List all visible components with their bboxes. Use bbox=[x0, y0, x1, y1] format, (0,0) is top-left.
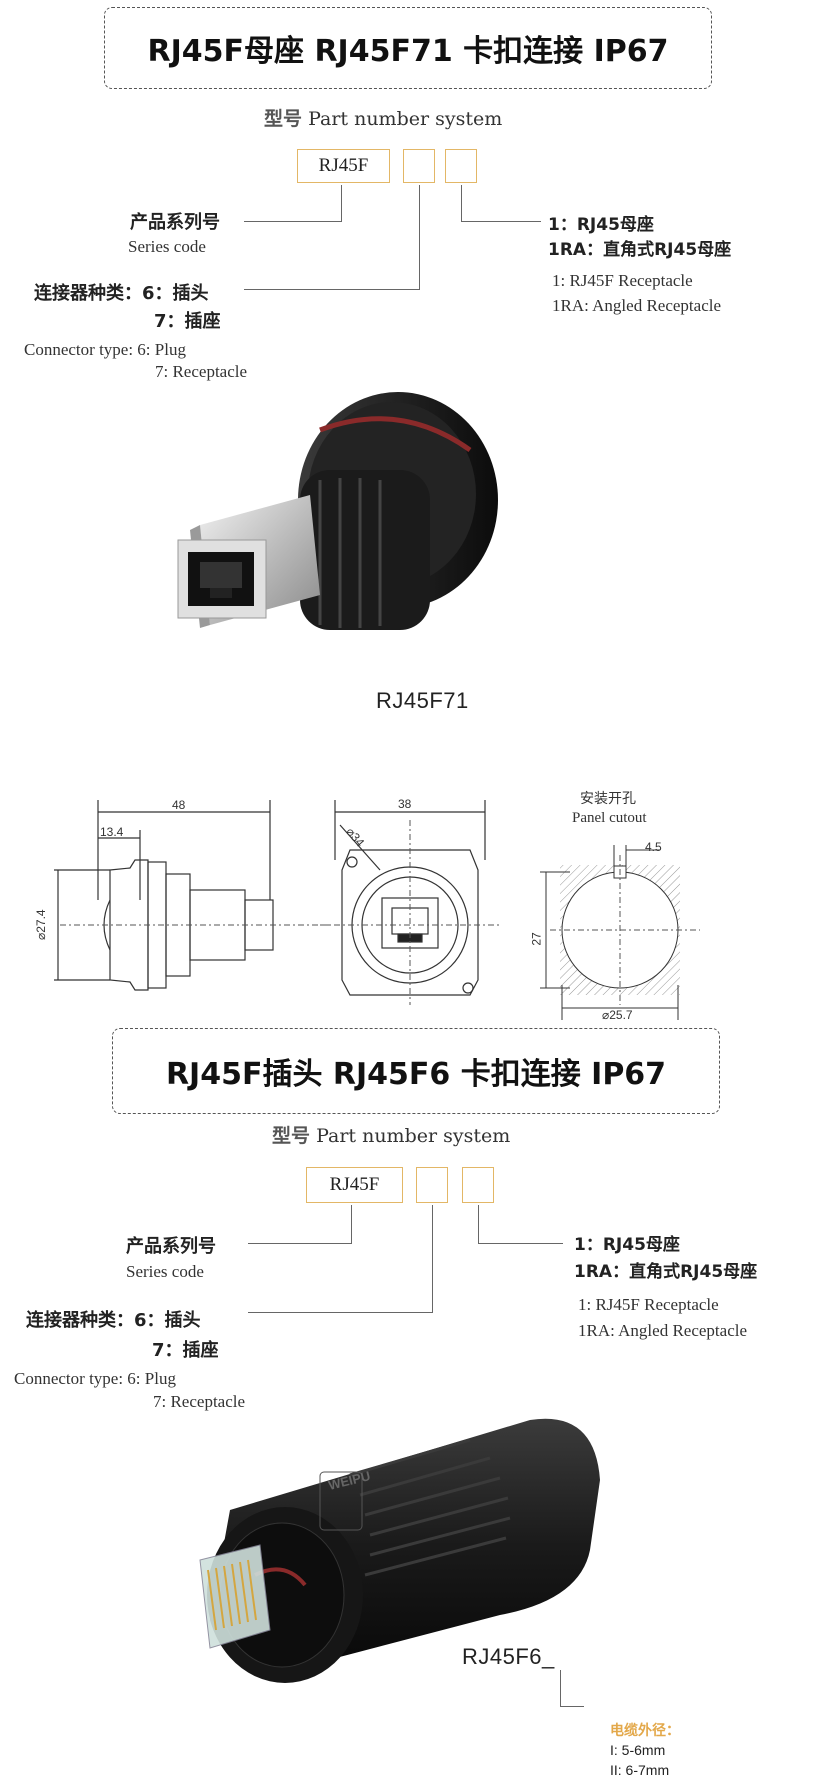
series-line-h-2 bbox=[248, 1243, 352, 1244]
option-line-h bbox=[461, 221, 541, 222]
connector-type-cn-7: 7：插座 bbox=[154, 311, 221, 332]
series-code-cn: 产品系列号 bbox=[130, 212, 220, 233]
part-number-en: Part number system bbox=[308, 108, 503, 130]
part-number-cn-2: 型号 bbox=[272, 1125, 311, 1147]
cutout-height-dim: 27 bbox=[529, 932, 544, 946]
panel-cutout-cn: 安装开孔 bbox=[580, 791, 636, 807]
series-code-en: Series code bbox=[128, 237, 206, 256]
series-line-h bbox=[244, 221, 342, 222]
connector-type-cn-7-2: 7：插座 bbox=[152, 1340, 219, 1361]
rj45f71-receptacle-image bbox=[177, 392, 498, 630]
connector-type-cn: 连接器种类：6：插头 bbox=[34, 283, 209, 304]
section2-title: RJ45F插头 RJ45F6 卡扣连接 IP67 bbox=[112, 1028, 720, 1114]
option-code-box bbox=[445, 149, 477, 183]
front-width-dim: 38 bbox=[398, 797, 412, 811]
cutout-diameter-dim: ⌀25.7 bbox=[602, 1008, 633, 1022]
option-cn-2-2: 1RA：直角式RJ45母座 bbox=[574, 1262, 758, 1282]
connector-type-cn-2: 连接器种类：6：插头 bbox=[26, 1310, 201, 1331]
type-line-v bbox=[419, 185, 420, 289]
option-cn-2: 1RA：直角式RJ45母座 bbox=[548, 240, 732, 260]
type-line-h-2 bbox=[248, 1312, 433, 1313]
connector-type-en-2: 7: Receptacle bbox=[155, 362, 248, 381]
series-code-en-2: Series code bbox=[126, 1262, 204, 1281]
series-line-v-2 bbox=[351, 1205, 352, 1243]
side-view-drawing bbox=[54, 800, 330, 991]
front-view-drawing bbox=[320, 800, 500, 1005]
option-cn-1: 1：RJ45母座 bbox=[548, 215, 654, 235]
rj45f6-plug-image bbox=[199, 1418, 600, 1683]
side-diameter-dim: ⌀27.4 bbox=[34, 909, 48, 940]
option-en-2: 1RA: Angled Receptacle bbox=[552, 296, 722, 315]
panel-cutout-en: Panel cutout bbox=[572, 810, 647, 826]
cable-line-h bbox=[560, 1706, 584, 1707]
connector-type-en-1: Connector type: 6: Plug bbox=[24, 340, 186, 359]
option-en-1: 1: RJ45F Receptacle bbox=[552, 271, 693, 290]
cable-line-v bbox=[560, 1670, 561, 1706]
option-line-v bbox=[461, 185, 462, 221]
type-code-box bbox=[403, 149, 435, 183]
type-line-v-2 bbox=[432, 1205, 433, 1312]
section1-title: RJ45F母座 RJ45F71 卡扣连接 IP67 bbox=[104, 7, 712, 89]
type-code-box-2 bbox=[416, 1167, 448, 1203]
option-en-2-2: 1RA: Angled Receptacle bbox=[578, 1321, 748, 1340]
model-label-rj45f6: RJ45F6_ bbox=[462, 1644, 555, 1669]
side-length-dim: 48 bbox=[172, 798, 186, 812]
side-sub-dim: 13.4 bbox=[100, 825, 124, 839]
connector-type-en-2-2: 7: Receptacle bbox=[153, 1392, 246, 1411]
series-code-cn-2: 产品系列号 bbox=[126, 1236, 216, 1257]
cable-od-2: II: 6-7mm bbox=[610, 1762, 670, 1778]
option-en-1-2: 1: RJ45F Receptacle bbox=[578, 1295, 719, 1314]
type-line-h bbox=[244, 289, 420, 290]
option-cn-1-2: 1：RJ45母座 bbox=[574, 1235, 680, 1255]
part-number-en-2: Part number system bbox=[316, 1125, 511, 1147]
option-code-box-2 bbox=[462, 1167, 494, 1203]
part-number-heading-2: 型号 Part number system bbox=[272, 1121, 510, 1148]
part-number-cn: 型号 bbox=[264, 108, 303, 130]
cutout-width-dim: 4.5 bbox=[645, 840, 662, 854]
cable-od-1: I: 5-6mm bbox=[610, 1742, 666, 1758]
series-code-box-2: RJ45F bbox=[306, 1167, 403, 1203]
option-line-h-2 bbox=[478, 1243, 563, 1244]
series-code-box: RJ45F bbox=[297, 149, 390, 183]
panel-cutout-drawing bbox=[540, 845, 700, 1020]
part-number-heading: 型号 Part number system bbox=[264, 104, 502, 131]
cable-od-cn: 电缆外径： bbox=[610, 1723, 680, 1739]
connector-type-en-1-2: Connector type: 6: Plug bbox=[14, 1369, 176, 1388]
model-label-rj45f71: RJ45F71 bbox=[376, 688, 469, 713]
series-line-v bbox=[341, 185, 342, 221]
option-line-v-2 bbox=[478, 1205, 479, 1243]
